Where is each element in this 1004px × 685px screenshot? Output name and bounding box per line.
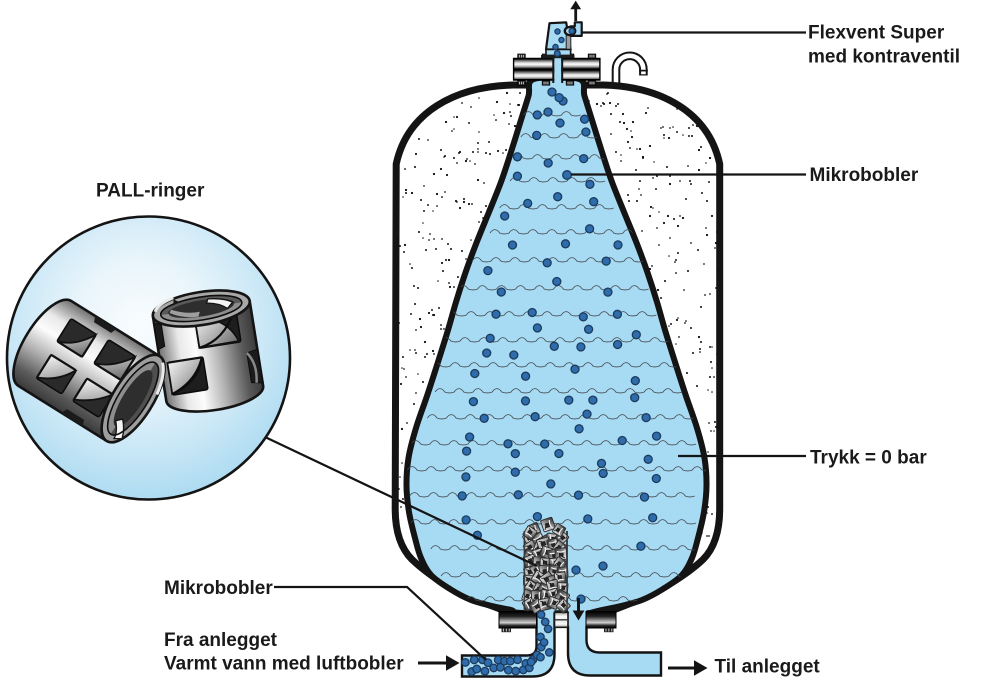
svg-text:Trykk = 0 bar: Trykk = 0 bar: [810, 448, 927, 469]
svg-text:med kontraventil: med kontraventil: [808, 47, 960, 68]
svg-text:Til anlegget: Til anlegget: [715, 657, 821, 678]
svg-text:Mikrobobler: Mikrobobler: [810, 165, 919, 186]
svg-text:Fra anlegget: Fra anlegget: [164, 630, 278, 651]
svg-text:Varmt vann med luftbobler: Varmt vann med luftbobler: [164, 654, 404, 675]
svg-text:Flexvent Super: Flexvent Super: [808, 23, 945, 44]
svg-text:Mikrobobler: Mikrobobler: [164, 578, 273, 599]
svg-text:PALL-ringer: PALL-ringer: [96, 181, 205, 202]
